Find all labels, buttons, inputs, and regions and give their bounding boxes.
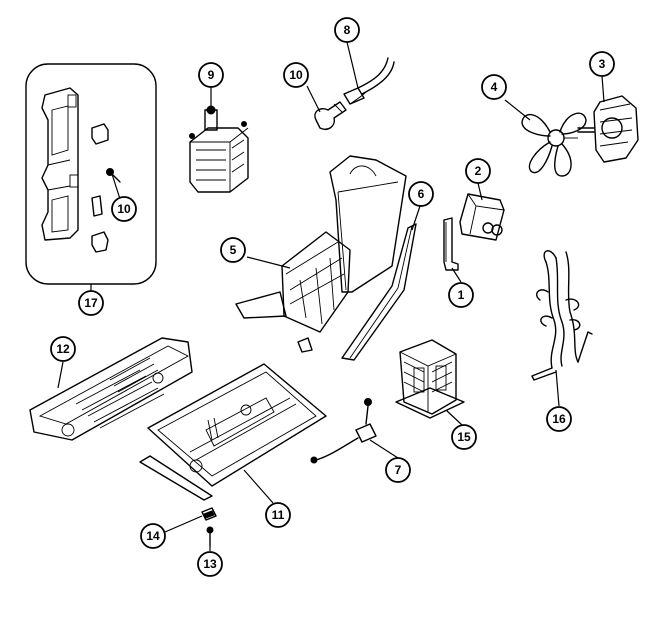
callout-5: 5 (220, 237, 246, 263)
callout-17-label: 17 (84, 296, 98, 310)
transformer (395, 339, 465, 419)
fan-blade (521, 112, 587, 177)
leader-lines (57, 41, 605, 551)
callout-16: 16 (546, 406, 572, 432)
fan-motor (577, 95, 639, 163)
callout-7-label: 7 (395, 463, 402, 477)
callout-10-screw-label: 10 (117, 202, 131, 216)
callout-2-label: 2 (475, 164, 482, 178)
callout-14: 14 (140, 523, 166, 549)
lamp-socket (343, 57, 395, 105)
callout-4: 4 (481, 74, 507, 100)
grommet (201, 507, 217, 521)
lamp-bulb (314, 101, 347, 130)
callout-12-label: 12 (56, 342, 70, 356)
base-plate-left (29, 337, 193, 441)
callout-13-label: 13 (203, 557, 217, 571)
interlock-switch-bottom (91, 231, 109, 253)
interlock-assembly-box (25, 63, 157, 285)
interlock-switch-middle (91, 195, 103, 217)
callout-14-label: 14 (146, 529, 160, 543)
callout-1: 1 (448, 282, 474, 308)
wire-harness (531, 250, 593, 381)
base-plate-right (139, 363, 327, 501)
callout-3: 3 (589, 51, 615, 77)
callout-3-label: 3 (599, 57, 606, 71)
callout-8: 8 (334, 17, 360, 43)
magnetron (189, 105, 249, 193)
waveguide-duct (235, 155, 407, 353)
callout-10-screw: 10 (111, 196, 137, 222)
callout-8-label: 8 (344, 23, 351, 37)
callout-6-label: 6 (418, 187, 425, 201)
callout-10-lamp-label: 10 (289, 68, 303, 82)
callout-7: 7 (385, 457, 411, 483)
callout-9: 9 (198, 62, 224, 88)
callout-5-label: 5 (230, 243, 237, 257)
interlock-switch-top (91, 123, 109, 145)
callout-4-label: 4 (491, 80, 498, 94)
callout-11-label: 11 (272, 508, 285, 522)
callout-15: 15 (451, 424, 477, 450)
callout-2: 2 (465, 158, 491, 184)
callout-10-lamp: 10 (283, 62, 309, 88)
callout-16-label: 16 (552, 412, 566, 426)
thermal-cutout (310, 398, 377, 464)
callout-13: 13 (197, 551, 223, 577)
capacitor-bracket (443, 217, 459, 271)
door-latch-bracket (41, 87, 79, 241)
screw-icon (106, 168, 121, 183)
screw (206, 526, 214, 547)
callout-15-label: 15 (457, 430, 471, 444)
capacitor (459, 193, 505, 241)
callout-9-label: 9 (208, 68, 215, 82)
callout-12: 12 (50, 336, 76, 362)
callout-6: 6 (408, 181, 434, 207)
callout-17: 17 (78, 290, 104, 316)
callout-11: 11 (265, 502, 291, 528)
callout-1-label: 1 (458, 288, 465, 302)
vent-strip (341, 223, 417, 361)
